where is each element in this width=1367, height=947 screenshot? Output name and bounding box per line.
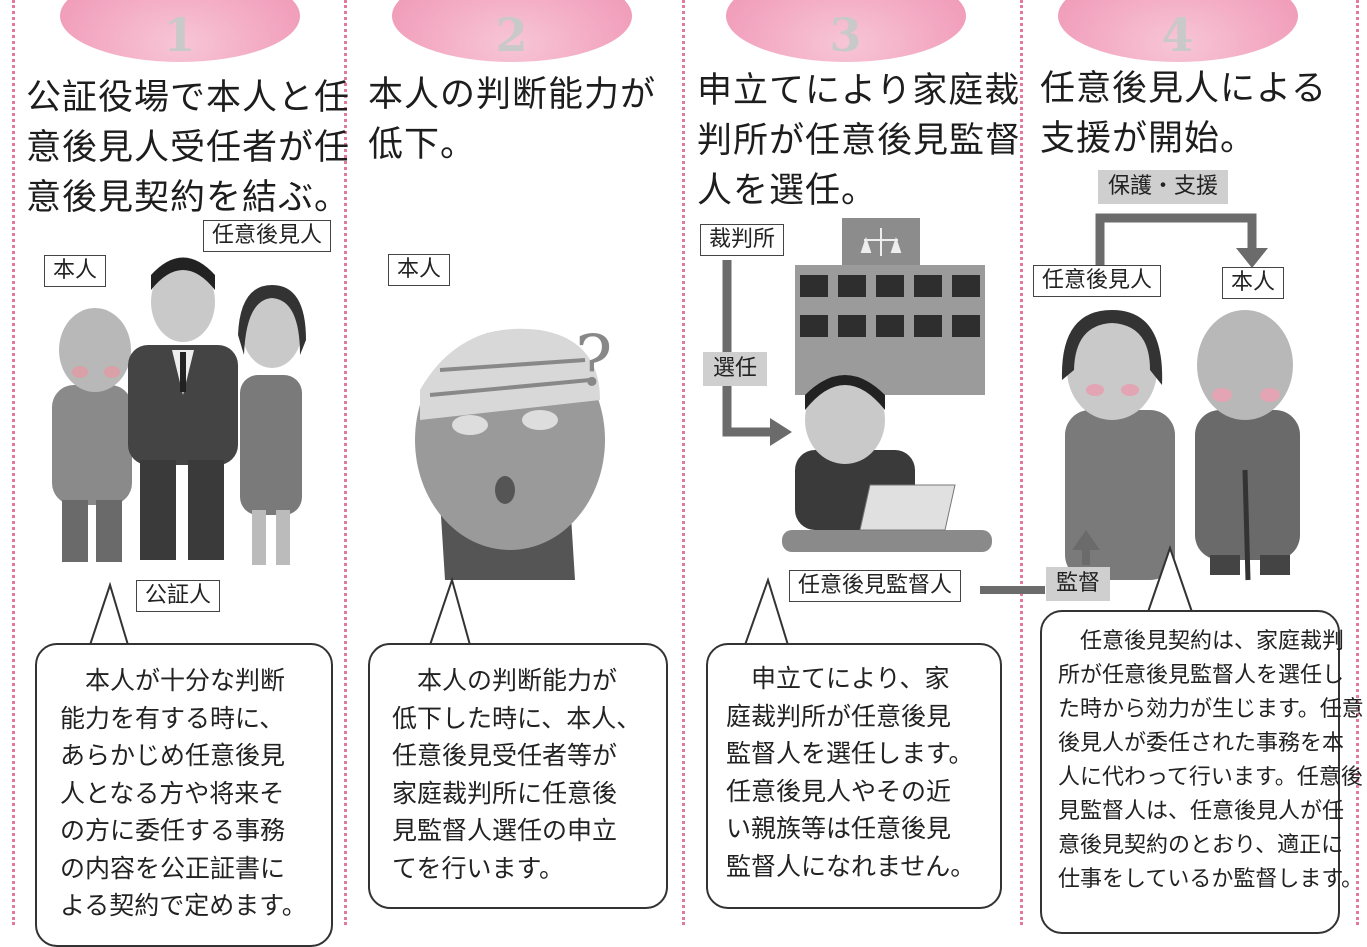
bubble-text: 本人の判断能力が 低下した時に、本人、 任意後見受任者等が 家庭裁判所に任意後 … xyxy=(392,662,641,887)
bubble-line: 家庭裁判所に任意後 xyxy=(392,778,618,808)
label-principal: 本人 xyxy=(1222,267,1285,299)
heading-line: 本人の判断能力が xyxy=(368,75,657,115)
step-number: 4 xyxy=(1161,8,1195,62)
label-guardian: 任意後見人 xyxy=(203,220,332,252)
panel-divider xyxy=(12,0,15,925)
label-appoint: 選任 xyxy=(703,352,768,386)
step-number-badge: 2 xyxy=(392,0,632,62)
bubble-text: 本人が十分な判断 能力を有する時に、 あらかじめ任意後見 人となる方や将来そ の… xyxy=(60,662,307,925)
heading-line: 意後見人受任者が任 xyxy=(26,128,351,168)
speech-bubble xyxy=(706,643,1002,909)
bubble-line: 所が任意後見監督人を選任し xyxy=(1058,663,1345,688)
woman-illustration xyxy=(238,285,306,565)
heading-line: 任意後見人による xyxy=(1040,69,1327,109)
bubble-line: 本人が十分な判断 xyxy=(60,666,286,695)
speech-bubble xyxy=(35,643,333,947)
heading-line: 人を選任。 xyxy=(697,171,878,211)
heading-line: 公証役場で本人と任 xyxy=(26,78,351,118)
bubble-line: 監督人を選任します。 xyxy=(726,739,974,768)
question-mark-icon: ? xyxy=(575,320,613,402)
speech-bubble xyxy=(368,643,668,909)
illustration-layer: ? xyxy=(52,213,1300,646)
bubble-line: よる契約で定めます。 xyxy=(60,891,307,920)
bubble-line: 任意後見人やその近 xyxy=(726,776,952,806)
bubble-line: た時から効力が生じます。任意 xyxy=(1058,697,1364,722)
bubble-line: 監督人になれません。 xyxy=(726,851,976,881)
arrow-down-icon xyxy=(1236,248,1268,268)
bubble-line: の内容を公正証書に xyxy=(60,853,286,883)
heading-line: 支援が開始。 xyxy=(1040,119,1257,159)
bubble-line: 見監督人選任の申立 xyxy=(392,816,618,845)
bubble-line: い親族等は任意後見 xyxy=(726,814,952,843)
courthouse-icon xyxy=(795,218,985,395)
bubble-line: 任意後見契約は、家庭裁判 xyxy=(1058,629,1345,654)
bubble-text: 任意後見契約は、家庭裁判 所が任意後見監督人を選任し た時から効力が生じます。任… xyxy=(1058,625,1364,897)
panel-divider xyxy=(1356,0,1359,925)
bubble-line: 仕事をしているか監督します。 xyxy=(1058,867,1364,892)
bubble-line: 低下した時に、本人、 xyxy=(392,703,642,733)
step-number-badge: 4 xyxy=(1058,0,1298,62)
heading-line: 意後見契約を結ぶ。 xyxy=(26,178,351,218)
bubble-line: 後見人が委任された事務を本 xyxy=(1058,731,1345,756)
bubble-line: 申立てにより、家 xyxy=(726,664,950,693)
heading-line: 申立てにより家庭裁 xyxy=(697,71,1021,111)
bubble-line: 人に代わって行います。任意後 xyxy=(1058,765,1363,790)
heading-line: 低下。 xyxy=(368,125,477,165)
bubble-line: 任意後見受任者等が xyxy=(392,741,618,770)
label-principal: 本人 xyxy=(44,255,107,287)
step-number: 1 xyxy=(163,8,197,62)
bubble-line: 人となる方や将来そ xyxy=(60,778,285,808)
step-number: 2 xyxy=(495,8,529,62)
step-number-badge: 1 xyxy=(60,0,300,62)
label-court: 裁判所 xyxy=(700,224,785,256)
bubble-line: 本人の判断能力が xyxy=(392,666,618,695)
panel-divider xyxy=(344,0,347,925)
arrow-up-icon xyxy=(1072,530,1100,550)
bubble-line: の方に委任する事務 xyxy=(60,816,286,845)
bubble-line: あらかじめ任意後見 xyxy=(60,741,286,770)
heading-line: 判所が任意後見監督 xyxy=(697,121,1022,161)
woman-helping-illustration xyxy=(1061,310,1175,580)
bubble-line: 見監督人は、任意後見人が任 xyxy=(1058,799,1345,824)
step-number: 3 xyxy=(829,8,863,62)
label-protect-support: 保護・支援 xyxy=(1098,170,1229,204)
panel-divider xyxy=(682,0,685,925)
step-heading: 任意後見人による 支援が開始。 xyxy=(1040,64,1327,164)
label-notary: 公証人 xyxy=(136,580,221,612)
step-heading: 公証役場で本人と任 意後見人受任者が任 意後見契約を結ぶ。 xyxy=(26,73,350,223)
bubble-line: 能力を有する時に、 xyxy=(60,703,285,733)
step-heading: 申立てにより家庭裁 判所が任意後見監督 人を選任。 xyxy=(697,66,1021,216)
man-in-suit-illustration xyxy=(128,257,238,560)
label-guardian: 任意後見人 xyxy=(1033,265,1162,297)
arrow-right-icon xyxy=(770,418,792,446)
elderly-man-with-cane-illustration xyxy=(1195,310,1300,581)
elderly-man-illustration xyxy=(52,308,132,562)
bubble-line: 意後見契約のとおり、適正に xyxy=(1058,833,1344,858)
bubble-line: 庭裁判所が任意後見 xyxy=(726,701,952,731)
step-heading: 本人の判断能力が 低下。 xyxy=(368,70,656,170)
label-supervise: 監督 xyxy=(1046,567,1111,601)
step-number-badge: 3 xyxy=(726,0,966,62)
label-supervisor: 任意後見監督人 xyxy=(789,570,962,602)
label-principal: 本人 xyxy=(388,254,451,286)
bubble-text: 申立てにより、家 庭裁判所が任意後見 監督人を選任します。 任意後見人やその近 … xyxy=(726,660,975,885)
panel-divider xyxy=(1020,0,1023,925)
lawyer-at-laptop-illustration xyxy=(782,375,992,552)
confused-elderly-man-illustration xyxy=(415,328,605,580)
bubble-line: てを行います。 xyxy=(392,853,565,883)
